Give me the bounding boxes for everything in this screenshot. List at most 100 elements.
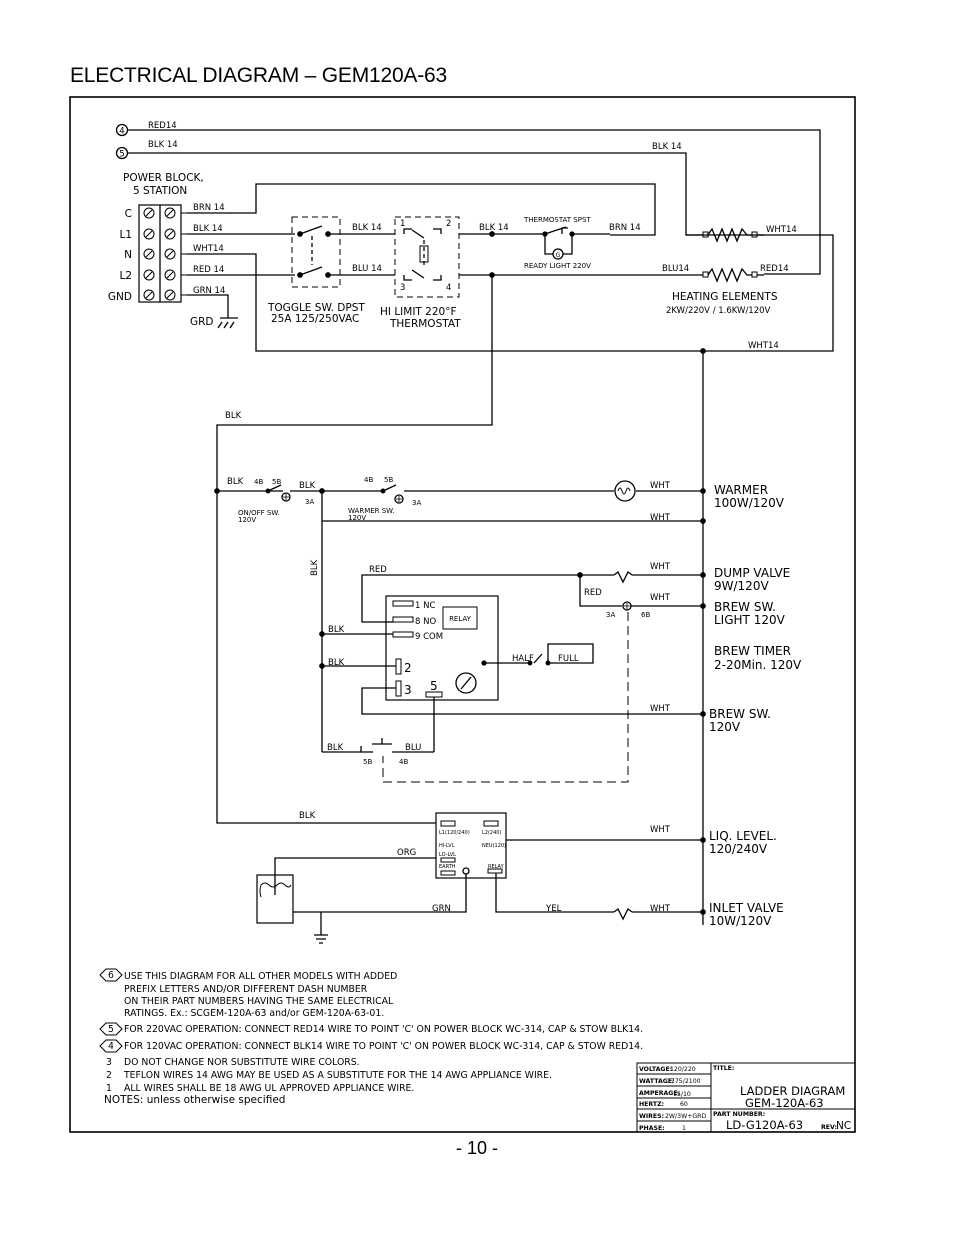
label-title-block-title2: GEM-120A-63 [745,1096,824,1110]
label-wires-blk-w1: BLK [227,477,244,487]
warmer-element [614,480,636,502]
label-wires-blu14-he: BLU14 [662,264,689,274]
label-loads-bsl-1: BREW SW. [714,600,776,614]
label-notes-n5-num: 5 [108,1024,114,1035]
label-loads-warmer-1: WARMER [714,483,768,497]
label-power-block-title-line2: 5 STATION [133,185,187,197]
label-components-ll-hi: HI-LVL [439,843,455,849]
label-notes-n2: TEFLON WIRES 14 AWG MAY BE USED AS A SUB… [123,1070,552,1081]
label-loads-bsl-2: LIGHT 120V [714,613,786,627]
label-components-sw-5b: 5B [363,758,372,766]
label-loads-inlet-1: INLET VALVE [709,901,784,915]
label-loads-liq-1: LIQ. LEVEL. [709,829,777,843]
label-components-g: G [556,252,561,259]
power-block: POWER BLOCK, 5 STATION C L1 N L2 GND [108,172,204,303]
label-wires-red-bsl: RED [584,588,602,598]
warmer-switch: 3A WARMER SW. 120V [348,484,421,522]
wire-red14: RED14 [148,121,177,131]
label-title-block-rev: NC [836,1120,851,1132]
label-wires-blk-2: BLK [328,658,345,668]
label-wires-red14-he: RED14 [760,264,789,274]
label-loads-warmer-2: 100W/120V [714,496,785,510]
label-loads-dump-2: 9W/120V [714,579,769,593]
label-title-block-wires: 2W/3W+GRD [665,1113,706,1120]
label-wires-wht-dump: WHT [650,562,671,572]
label-notes-n6-1: USE THIS DIAGRAM FOR ALL OTHER MODELS WI… [124,971,397,982]
label-notes-footer: NOTES: unless otherwise specified [104,1094,285,1106]
label-wires-blk14-toggle: BLK 14 [352,223,382,233]
label-components-sw-4b-b: 4B [364,476,373,484]
label-components-half: HALF [512,654,534,664]
label-wires-grn: GRN [432,904,451,914]
label-loads-inlet-2: 10W/120V [709,914,772,928]
label-notes-n6-4: RATINGS. Ex.: SCGEM-120A-63 and/or GEM-1… [124,1008,384,1019]
label-wires-wht-inlet: WHT [650,904,671,914]
title-block: VOLTAGE: 120/220 WATTAGE: 1775/2100 AMPE… [636,1062,856,1133]
brew-timer: 1 NC 8 NO 9 COM RELAY 2 3 5 [385,595,499,701]
label-wires-wht-w1: WHT [650,481,671,491]
label-components-heating-line2: 2KW/220V / 1.6KW/120V [666,306,771,316]
label-power-block-terminals-0: C [125,208,132,220]
label-title-block-voltage: 120/220 [670,1066,696,1073]
thermostat-spst: THERMOSTAT SPST G READY LIGHT 220V [523,216,610,270]
label-components-ll-lo: LO-LVL [439,852,456,858]
label-title-block-wattage: 1775/2100 [667,1078,701,1085]
label-wires-org: ORG [397,848,416,858]
label-notes-n4: FOR 120VAC OPERATION: CONNECT BLK14 WIRE… [124,1041,643,1052]
label-title-block-phase: 1 [682,1125,686,1132]
label-title-block-hertz: 60 [680,1101,688,1108]
label-wires-blu14-toggle: BLU 14 [352,264,382,274]
label-components-full: FULL [558,654,579,664]
label-components-bsl-6b: 6B [641,611,650,619]
label-wires-blk-w2: BLK [299,481,316,491]
label-loads-timer-1: BREW TIMER [714,644,791,658]
terminal-4-marker: 4 [115,123,129,137]
label-components-toggle-line1: TOGGLE SW. DPST [267,302,365,314]
label-notes-n6-3: ON THEIR PART NUMBERS HAVING THE SAME EL… [124,996,394,1007]
label-components-hl-1: 1 [400,219,405,229]
label-title-block-phase-label: PHASE: [639,1125,665,1132]
half-full-switch: HALF FULL [481,643,594,666]
label-notes-n4-num: 4 [108,1041,114,1052]
label-terminals-t5: 5 [119,150,124,160]
label-terminals-t4: 4 [119,127,124,137]
label-components-hl-2: 2 [446,219,451,229]
label-notes-n6-num: 6 [108,970,114,981]
label-components-ll-neu: NEU(120) [482,843,506,849]
label-loads-timer-2: 2-20Min. 120V [714,658,802,672]
label-wires-wht14-bottom: WHT14 [748,341,779,351]
label-wires-blk-liq: BLK [299,811,316,821]
label-notes-n1-num: 1 [106,1083,112,1094]
label-notes-n6-2: PREFIX LETTERS AND/OR DIFFERENT DASH NUM… [124,984,368,995]
label-notes-n1: ALL WIRES SHALL BE 18 AWG UL APPROVED AP… [124,1083,414,1094]
label-power-block-terminals-4: GND [108,291,132,303]
label-title-block-amperage-label: AMPERAGE: [639,1090,680,1097]
label-components-sw-3a-a: 3A [305,498,314,506]
label-components-ready-light: READY LIGHT 220V [524,262,591,270]
label-title-block-title1: LADDER DIAGRAM [740,1084,845,1098]
label-title-block-hertz-label: HERTZ: [639,1101,664,1108]
label-wires-wht14-pb: WHT14 [193,244,224,254]
label-wires-yel: YEL [545,904,562,914]
label-loads-bsw-1: BREW SW. [709,707,771,721]
label-components-ll-l2: L2(240) [482,830,501,836]
page-title: ELECTRICAL DIAGRAM – GEM120A-63 [70,64,447,87]
label-components-hi-limit-line1: HI LIMIT 220°F [380,306,457,318]
notes: 6 USE THIS DIAGRAM FOR ALL OTHER MODELS … [99,968,643,1106]
label-loads-liq-2: 120/240V [709,842,768,856]
label-notes-n2-num: 2 [106,1070,112,1081]
label-title-block-part-label: PART NUMBER: [713,1111,765,1118]
label-wires-grn14-pb: GRN 14 [193,286,225,296]
label-title-block-wires-label: WIRES: [639,1113,664,1120]
liquid-level-control: L1(120/240) L2(240) HI-LVL NEU(120) LO-L… [435,812,507,879]
label-wires-blk14-pb: BLK 14 [193,224,223,234]
label-wires-blk-vert: BLK [310,559,320,576]
label-components-hi-limit-line2: THERMOSTAT [389,318,461,330]
diagram-frame [69,96,856,1133]
label-title-block-amperage: 15/10 [673,1091,691,1098]
ground-label: GRD [190,316,214,328]
toggle-switch-dpst: TOGGLE SW. DPST 25A 125/250VAC [267,216,365,325]
terminal-5-marker: 5 [115,146,129,160]
label-components-relay-3: 3 [404,683,412,697]
brew-switch: BLK BLU 5B 4B [322,738,434,766]
